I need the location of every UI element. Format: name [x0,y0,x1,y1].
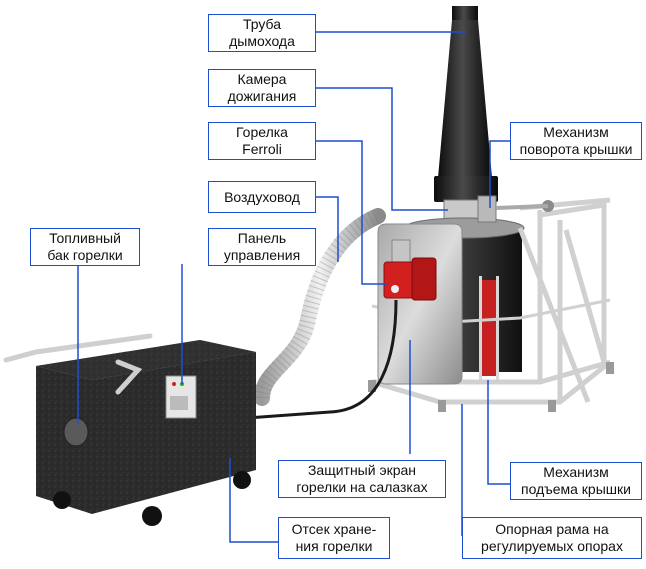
callout-burner: Горелка Ferroli [208,122,316,160]
burner-shield [377,223,463,385]
burner-storage-cabinet [3,333,256,526]
callout-lid-lift: Механизм подъема крышки [510,462,642,500]
frame-legs [368,362,614,412]
ferroli-burner [383,257,437,301]
callout-shield: Защитный экран горелки на салазках [278,460,446,498]
callout-fuel-tank: Топливный бак горелки [30,228,140,266]
callout-afterburner: Камера дожигания [208,69,316,107]
chimney [434,6,498,231]
callout-storage: Отсек хране- ния горелки [278,517,390,559]
air-duct [254,208,386,406]
callout-frame: Опорная рама на регулируемых опорах [462,517,642,559]
burner-cable [219,299,398,422]
lid-rotation-mechanism [477,195,554,223]
callout-air-duct: Воздуховод [208,181,316,213]
callout-control-panel: Панель управления [208,228,316,266]
leader-lines [77,31,510,543]
callout-lid-rotation: Механизм поворота крышки [510,122,642,160]
lid-lift-rack [479,276,499,380]
callout-chimney: Труба дымохода [208,14,316,52]
